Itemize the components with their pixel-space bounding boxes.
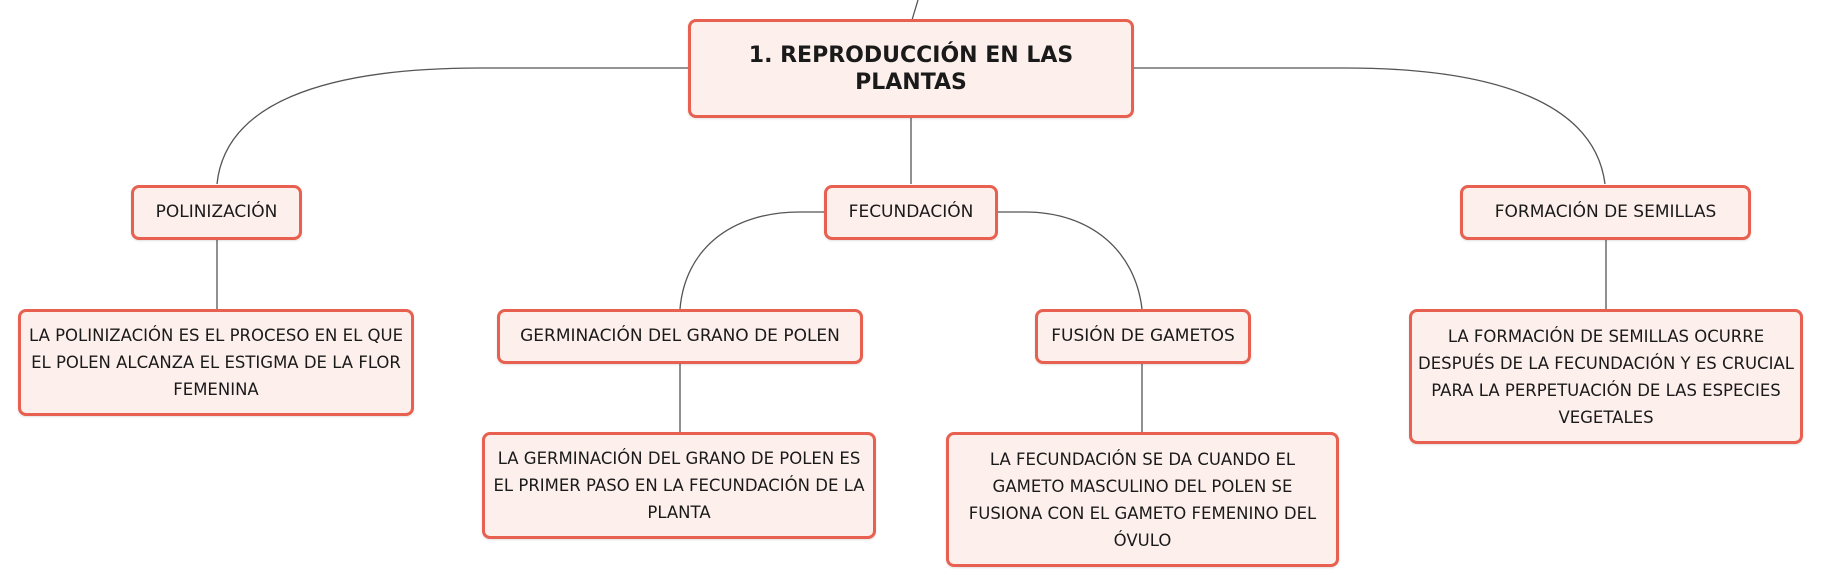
formacion-node-label: FORMACIÓN DE SEMILLAS [1494, 202, 1717, 222]
germinacion-node[interactable]: GERMINACIÓN DEL GRANO DE POLEN [497, 309, 863, 364]
fusion-detail-node[interactable]: LA FECUNDACIÓN SE DA CUANDO EL GAMETO MA… [946, 432, 1339, 567]
germinacion-detail-node[interactable]: LA GERMINACIÓN DEL GRANO DE POLEN ES EL … [482, 432, 876, 539]
connector-parent-root [911, 0, 919, 21]
fusion-node[interactable]: FUSIÓN DE GAMETOS [1035, 309, 1251, 364]
formacion-node[interactable]: FORMACIÓN DE SEMILLAS [1460, 185, 1751, 240]
polinizacion-detail-node[interactable]: LA POLINIZACIÓN ES EL PROCESO EN EL QUE … [18, 309, 414, 416]
germinacion-detail-text: LA GERMINACIÓN DEL GRANO DE POLEN ES EL … [493, 449, 865, 522]
fusion-detail-text: LA FECUNDACIÓN SE DA CUANDO EL GAMETO MA… [968, 449, 1317, 550]
connector-root-formacion [1133, 67, 1606, 185]
polinizacion-node-label: POLINIZACIÓN [155, 202, 278, 222]
connector-root-polinizacion [216, 67, 689, 185]
formacion-detail-node[interactable]: LA FORMACIÓN DE SEMILLAS OCURRE DESPUÉS … [1409, 309, 1803, 444]
root-node[interactable]: 1. REPRODUCCIÓN EN LAS PLANTAS [688, 19, 1134, 118]
fusion-node-label: FUSIÓN DE GAMETOS [1051, 326, 1235, 346]
polinizacion-node[interactable]: POLINIZACIÓN [131, 185, 302, 240]
germinacion-node-label: GERMINACIÓN DEL GRANO DE POLEN [520, 326, 840, 346]
connector-fecundacion-fusion [997, 211, 1143, 310]
polinizacion-detail-text: LA POLINIZACIÓN ES EL PROCESO EN EL QUE … [29, 326, 403, 399]
connector-fecundacion-germinacion [679, 211, 824, 310]
fecundacion-node-label: FECUNDACIÓN [848, 202, 974, 222]
formacion-detail-text: LA FORMACIÓN DE SEMILLAS OCURRE DESPUÉS … [1418, 326, 1794, 427]
fecundacion-node[interactable]: FECUNDACIÓN [824, 185, 998, 240]
root-node-label: 1. REPRODUCCIÓN EN LAS PLANTAS [748, 42, 1074, 95]
